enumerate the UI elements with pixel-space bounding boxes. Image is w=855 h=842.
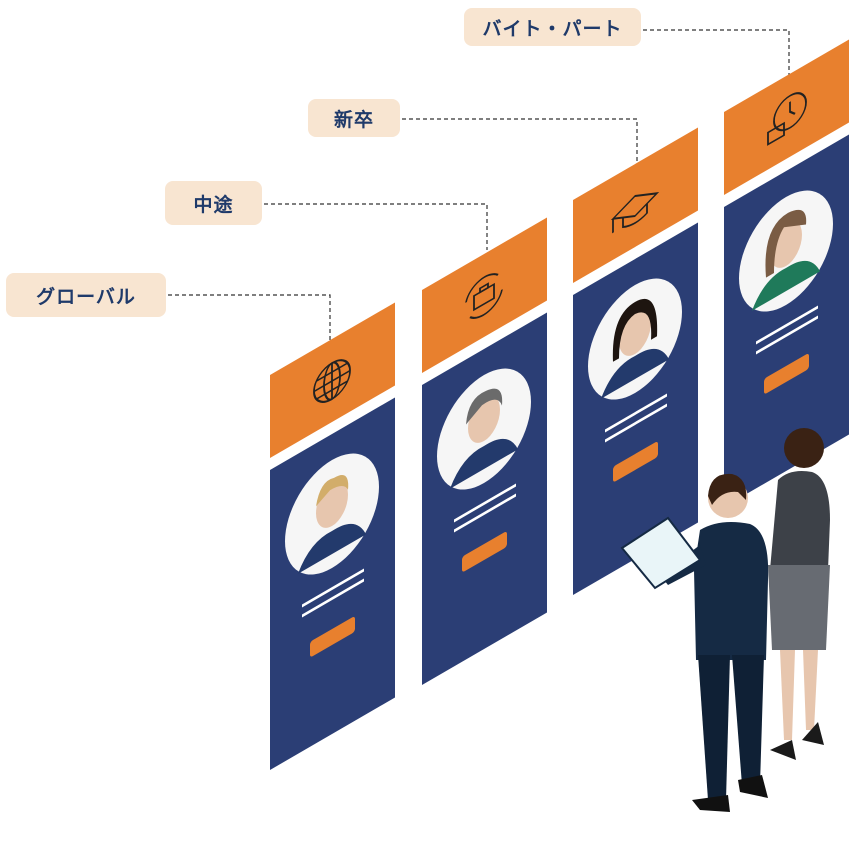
graduation-cap-icon <box>610 192 660 234</box>
woman-figure <box>768 428 830 760</box>
panel-mid-career <box>422 217 547 685</box>
panel-global <box>270 302 395 770</box>
globe-icon <box>313 359 351 403</box>
label-mid-career: 中途 <box>165 181 262 225</box>
apply-button <box>310 616 355 657</box>
label-global: グローバル <box>6 273 166 317</box>
apply-button <box>462 531 507 572</box>
connector-new-grad <box>402 118 638 162</box>
connector-mid-career <box>264 203 488 250</box>
connector-global <box>168 294 331 342</box>
tablet <box>620 516 702 590</box>
briefcase-cycle-icon <box>465 273 503 319</box>
apply-button <box>613 441 658 482</box>
panel-body <box>270 397 395 770</box>
man-figure <box>620 473 769 812</box>
connector-lines <box>168 29 790 342</box>
apply-button <box>764 353 809 394</box>
connector-part-time <box>643 29 790 75</box>
label-part-time: バイト・パート <box>464 8 641 46</box>
clock-briefcase-icon <box>767 92 807 146</box>
label-new-grad: 新卒 <box>308 99 400 137</box>
panel-new-grad <box>573 127 698 595</box>
panel-part-time <box>724 39 849 507</box>
